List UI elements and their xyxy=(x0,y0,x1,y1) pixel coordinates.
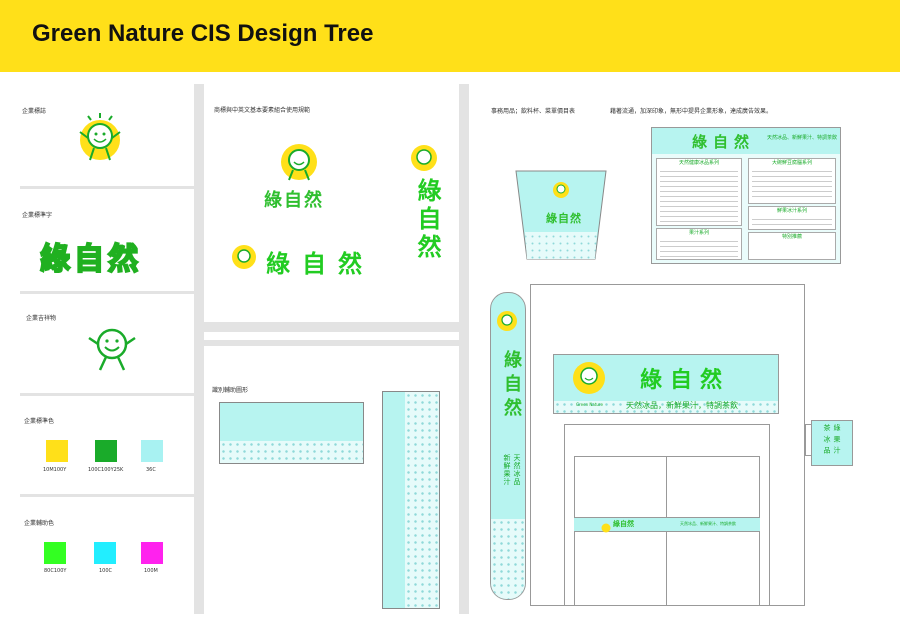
drink-cup xyxy=(515,170,607,264)
swatch-aqua-code: 100C xyxy=(99,568,113,574)
menu-table-3: 果汁系列 xyxy=(656,228,742,260)
combo-logo-small-icon xyxy=(409,142,439,178)
combo-wordmark-large: 綠自然 xyxy=(266,250,374,278)
swatch-green-code: 100C100Y25K xyxy=(88,467,124,473)
combo-logo-inline-icon xyxy=(230,243,258,275)
menu-table-2: 大碗鮮豆腐腦系列 xyxy=(748,158,836,204)
aux-colors-label: 企業輔助色 xyxy=(24,520,55,527)
wordmark-label: 企業標準字 xyxy=(22,212,53,219)
menu-section-2: 大碗鮮豆腐腦系列 xyxy=(771,160,812,166)
page-title: Green Nature CIS Design Tree xyxy=(32,20,374,47)
door-slogan: 天然冰品、新鮮果汁、特調茶飲 xyxy=(680,521,736,526)
swatch-magenta xyxy=(141,542,163,564)
menu-section-3: 果汁系列 xyxy=(688,230,709,236)
shop-sign-logo-icon xyxy=(571,360,607,400)
mascot-icon xyxy=(86,324,138,378)
banner-wordmark: 綠自然 xyxy=(501,350,522,422)
pattern-horizontal xyxy=(219,402,364,464)
combo-label: 商標與中英文基本要素組合使用規範 xyxy=(214,107,311,114)
menu-section-1: 天然健康冰品系列 xyxy=(678,160,719,166)
std-colors-label: 企業標準色 xyxy=(24,418,55,425)
swatch-lime-code: 80C100Y xyxy=(44,568,67,574)
divider-horizontal-mid-2 xyxy=(204,340,469,346)
pattern-vertical xyxy=(382,391,440,609)
divider-horizontal-mid xyxy=(204,322,469,332)
combo-logo-icon xyxy=(277,140,321,188)
menu-table-4: 鮮果冰汁系列 xyxy=(748,206,836,230)
swatch-cyan-code: 36C xyxy=(146,467,156,473)
vertical-banner xyxy=(490,292,526,600)
combo-wordmark-small: 綠自然 xyxy=(264,190,324,211)
banner-logo-icon xyxy=(496,310,518,336)
menu-section-4: 鮮果冰汁系列 xyxy=(776,208,807,214)
menu-table-1: 天然健康冰品系列 xyxy=(656,158,742,226)
swatch-yellow-code: 10M100Y xyxy=(43,467,67,473)
pattern-label: 識別輔助圖形 xyxy=(212,387,249,394)
side-sign-text: 綠 果 汁 茶 冰 品 xyxy=(823,424,841,455)
banner-slogan: 天然冰品 新鮮果汁 xyxy=(503,454,521,486)
divider-left-1 xyxy=(20,186,194,189)
swatch-yellow xyxy=(46,440,68,462)
divider-left-2 xyxy=(20,291,194,294)
divider-vertical-left xyxy=(194,84,204,614)
menu-title: 綠自然 xyxy=(692,133,756,151)
shop-sign-english: Green Nature xyxy=(576,402,603,407)
side-sign xyxy=(811,420,853,466)
shop-sign-slogan: 天然冰品，新鮮果汁，特調茶飲 xyxy=(626,401,738,410)
applications-label: 事務用品；飲料杯、菜單價目表 xyxy=(491,108,576,115)
mascot-label: 企業吉祥物 xyxy=(26,315,57,322)
shop-sign-wordmark: 綠自然 xyxy=(640,368,731,393)
cup-wordmark: 綠自然 xyxy=(546,212,582,225)
door-wordmark: 綠自然 xyxy=(613,520,634,528)
swatch-aqua xyxy=(94,542,116,564)
menu-table-5: 特別推薦 xyxy=(748,232,836,260)
wordmark-outline: 綠自然 xyxy=(39,241,142,278)
divider-left-3 xyxy=(20,393,194,396)
menu-board: 綠自然 天然冰品、新鮮果汁、特調茶飲 天然健康冰品系列 大碗鮮豆腐腦系列 果汁系… xyxy=(651,127,841,264)
logo-label: 企業標誌 xyxy=(22,108,47,115)
menu-section-5: 特別推薦 xyxy=(781,234,802,240)
applications-note: 藉著流通，加深印象，無形中提昇企業形象，達成廣告效果。 xyxy=(610,108,773,115)
menu-slogan: 天然冰品、新鮮果汁、特調茶飲 xyxy=(767,135,838,141)
swatch-magenta-code: 100M xyxy=(144,568,158,574)
combo-wordmark-vertical: 綠自然 xyxy=(413,178,441,262)
door-logo-icon xyxy=(601,518,611,537)
header-bar xyxy=(0,0,900,72)
door-band xyxy=(574,517,760,532)
swatch-green xyxy=(95,440,117,462)
swatch-lime xyxy=(44,542,66,564)
sun-logo-icon xyxy=(76,110,126,170)
divider-vertical-right xyxy=(459,84,469,614)
divider-left-4 xyxy=(20,494,194,497)
swatch-cyan xyxy=(141,440,163,462)
